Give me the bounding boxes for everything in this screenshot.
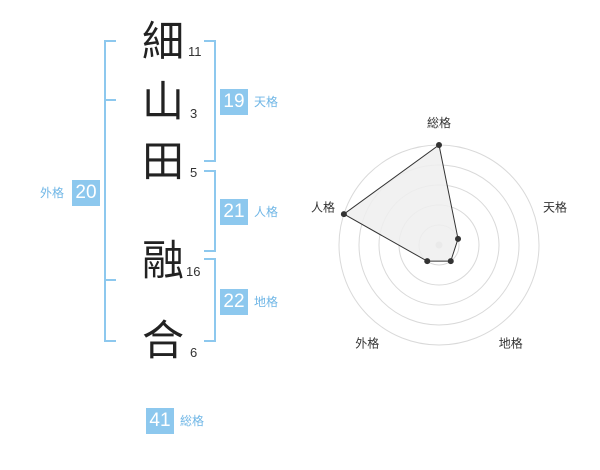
jinkaku-badge: 21 [220, 199, 248, 225]
gaikaku-bracket-tick-1 [104, 99, 116, 101]
name-char-4: 融 [141, 236, 184, 285]
tenkaku-badge: 19 [220, 89, 248, 115]
radar-value-polygon [342, 144, 459, 262]
radar-point-3 [447, 258, 454, 265]
tenkaku-bracket [204, 40, 216, 162]
radar-point-2 [455, 235, 462, 242]
stroke-count-1: 11 [188, 44, 202, 59]
radar-point-5 [340, 211, 347, 218]
chikaku-label: 地格 [254, 295, 279, 309]
radar-axis-label-5: 人格 [311, 199, 335, 214]
jinkaku-bracket [204, 170, 216, 252]
stroke-count-5: 6 [190, 345, 198, 360]
radar-axis-label-4: 外格 [355, 336, 379, 351]
radar-axis-label-3: 地格 [499, 336, 523, 351]
name-char-5: 合 [141, 316, 184, 365]
radar-axis-label-2: 天格 [543, 199, 567, 214]
soukaku-badge: 41 [146, 408, 174, 434]
soukaku-label: 総格 [180, 414, 205, 428]
tenkaku-label: 天格 [254, 95, 279, 109]
stroke-count-3: 5 [190, 165, 198, 180]
gaikaku-bracket-tick-2 [104, 279, 116, 281]
gaikaku-label: 外格 [40, 186, 65, 200]
name-char-2: 山 [141, 77, 184, 126]
jinkaku-label: 人格 [254, 205, 279, 219]
gaikaku-badge: 20 [72, 180, 100, 206]
radar-axis-label-1: 総格 [427, 115, 451, 130]
chikaku-badge: 22 [220, 289, 248, 315]
gaikaku-bracket [104, 40, 116, 342]
stroke-count-2: 3 [190, 106, 198, 121]
stroke-count-4: 16 [186, 264, 201, 279]
name-char-3: 田 [141, 137, 184, 186]
chikaku-bracket [204, 258, 216, 342]
radar-point-4 [424, 258, 431, 265]
name-char-1: 細 [141, 17, 184, 66]
radar-point-1 [436, 142, 442, 148]
